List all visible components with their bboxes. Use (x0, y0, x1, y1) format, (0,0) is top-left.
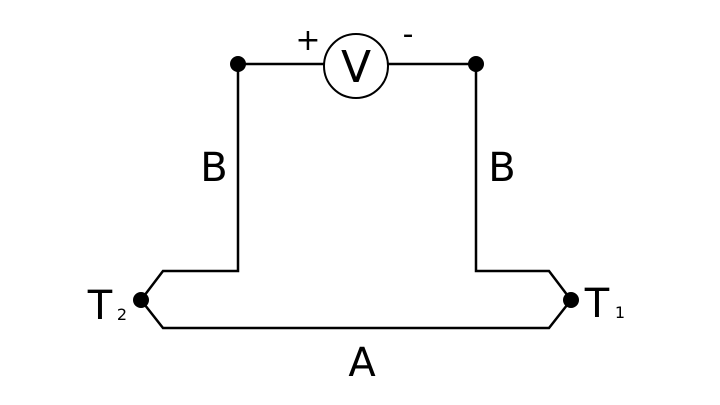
right-wire-b (474, 64, 572, 301)
junction-left-node (133, 292, 149, 308)
junction-right-node (563, 292, 579, 308)
node-top-right (468, 56, 484, 72)
bottom-wire-label: A (348, 340, 376, 386)
voltmeter-symbol: V (341, 42, 371, 93)
bottom-wire-a (140, 299, 572, 330)
junction-right-label: T (584, 281, 610, 327)
left-wire-b (140, 64, 240, 301)
junction-left-label: T (87, 283, 113, 329)
junction-right-subscript: 1 (615, 303, 625, 322)
negative-sign: - (403, 17, 414, 52)
right-wire-label: B (488, 145, 515, 191)
voltmeter: V (323, 33, 389, 99)
left-wire-label: B (200, 145, 227, 191)
voltmeter-circle (323, 33, 389, 99)
positive-sign: + (295, 23, 320, 58)
junction-left-subscript: 2 (117, 305, 127, 324)
node-top-left (230, 56, 246, 72)
